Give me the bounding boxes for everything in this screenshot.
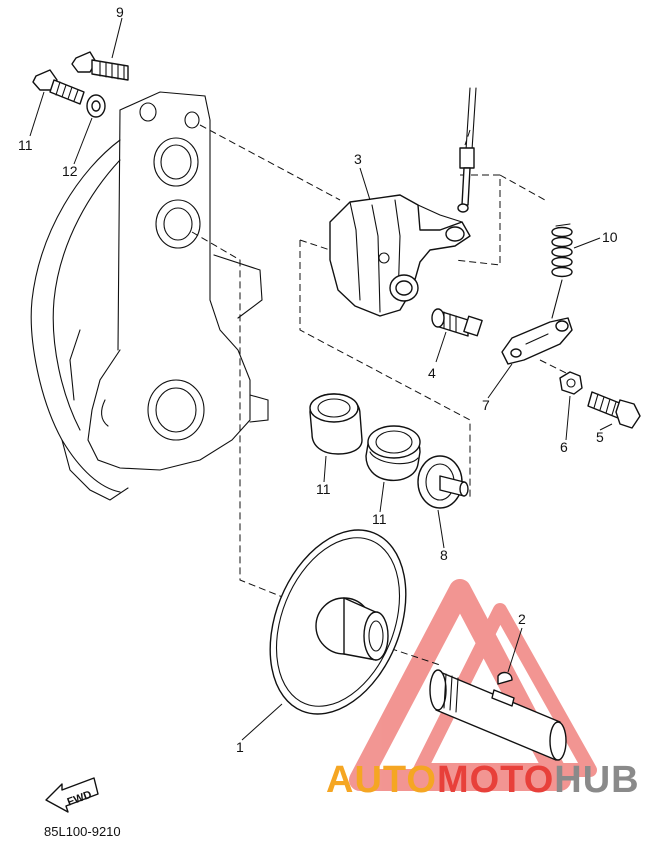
watermark-word-moto: MOTO (437, 759, 554, 801)
shaft (429, 669, 567, 761)
callout-12: 11 (18, 137, 33, 153)
cable (457, 87, 477, 213)
callout-6: 6 (560, 439, 568, 455)
callout-2: 2 (518, 611, 526, 627)
callout-1: 1 (236, 739, 244, 755)
callout-10: 10 (602, 229, 618, 245)
assembly-lines (191, 124, 581, 666)
svg-text:AUTOMOTOHUB: AUTOMOTOHUB (326, 759, 640, 801)
lever-housing-3 (329, 194, 471, 317)
callout-4: 4 (428, 365, 436, 381)
spring-10 (551, 223, 573, 319)
disc-1 (269, 529, 407, 715)
part-code: 85L100-9210 (44, 824, 121, 839)
callout-13: 12 (62, 163, 78, 179)
washer-13 (86, 94, 106, 118)
leader-lines (29, 17, 613, 741)
bolt-9 (71, 51, 129, 81)
callout-3: 3 (354, 151, 362, 167)
watermark-word-hub: HUB (554, 759, 639, 801)
bolt-12 (32, 69, 85, 105)
adjuster-4 (431, 308, 483, 337)
watermark-text: AUTOMOTOHUB (326, 759, 640, 801)
callout-7: 7 (482, 397, 490, 413)
fwd-arrow: FWD (45, 777, 99, 813)
crankcase-cover (30, 91, 269, 501)
callout-9: 9 (116, 4, 124, 20)
nut-6 (559, 371, 583, 395)
oil-seal-11-left (309, 393, 363, 455)
callouts: 9 11 12 3 10 4 7 6 5 11 11 8 2 1 (18, 4, 618, 755)
callout-11-left: 11 (316, 481, 331, 497)
bolt-5 (587, 391, 641, 429)
callout-8: 8 (440, 547, 448, 563)
callout-11-middle: 11 (372, 511, 387, 527)
key-2 (497, 671, 513, 685)
watermark-word-auto: AUTO (326, 759, 437, 801)
shaft-cap-8 (417, 455, 469, 509)
lever-7 (501, 317, 573, 365)
bearing-11-middle (365, 425, 421, 482)
callout-5: 5 (596, 429, 604, 445)
